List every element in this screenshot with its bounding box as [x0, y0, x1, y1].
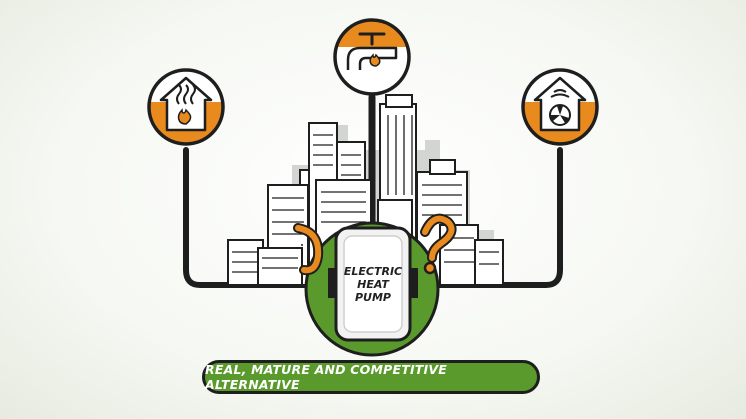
caption-banner: REAL, MATURE AND COMPETITIVE ALTERNATIVE — [202, 360, 540, 394]
faucet-hot-water-icon — [333, 18, 411, 96]
heat-pump-label: ELECTRIC HEAT PUMP — [339, 265, 407, 304]
question-mark-right-icon — [420, 213, 457, 275]
heat-pump-label-line-2: HEAT — [357, 278, 389, 291]
heat-pump-tank — [328, 226, 418, 342]
house-heating-icon — [147, 68, 225, 146]
question-mark-left-icon — [293, 223, 324, 276]
heat-pump-label-line-3: PUMP — [354, 291, 391, 304]
caption-text: REAL, MATURE AND COMPETITIVE ALTERNATIVE — [205, 362, 447, 392]
heat-pump-label-line-1: ELECTRIC — [343, 265, 403, 278]
house-ventilation-icon — [521, 68, 599, 146]
